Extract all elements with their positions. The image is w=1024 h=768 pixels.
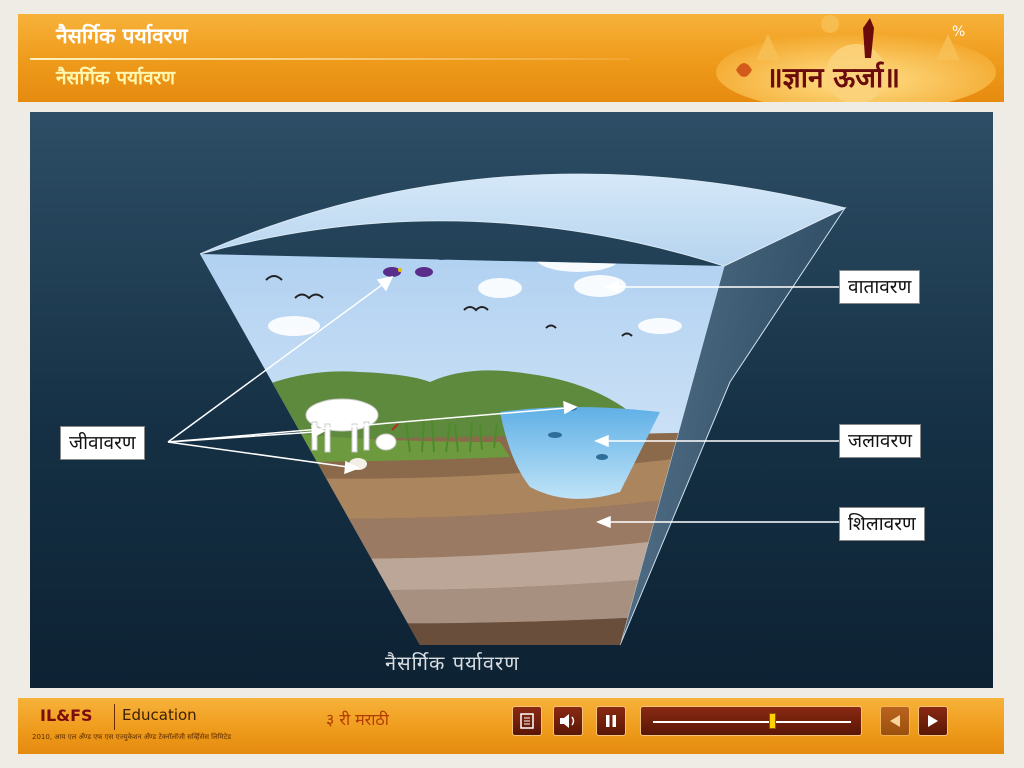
label-atmosphere: वातावरण [839,270,921,304]
grass [405,417,498,453]
previous-button[interactable] [880,706,910,736]
environment-diagram [167,173,847,646]
notes-icon [520,713,534,729]
diagram-stage: वातावरण जलावरण शिलावरण जीवावरण नैसर्गिक … [30,112,993,688]
footer-bar: IL&FS Education 2010, आय एल अँण्ड एफ एस … [18,698,1004,754]
pause-icon [606,715,616,727]
brand-logo: IL&FS [40,706,93,725]
header-divider [30,58,630,60]
prev-icon [890,715,900,727]
header-bar: नैसर्गिक पर्यावरण नैसर्गिक पर्यावरण % [18,14,1004,102]
logo-sunburst-icon: % [716,15,996,102]
label-biosphere: जीवावरण [60,426,145,460]
brand-divider [114,704,115,730]
birds [265,275,633,337]
next-icon [928,715,938,727]
pointer-lines [167,275,840,529]
app-title: नैसर्गिक पर्यावरण [56,24,188,48]
wedge-top-rim [199,173,847,267]
audio-button[interactable] [553,706,583,736]
grade-subject: ३ री मराठी [326,710,389,729]
logo-area: % ॥ज्ञान ऊर्जा॥ [708,14,1004,102]
label-lithosphere: शिलावरण [839,507,925,541]
next-button[interactable] [918,706,948,736]
diagram-caption: नैसर्गिक पर्यावरण [385,651,520,675]
pause-button[interactable] [596,706,626,736]
seek-bar[interactable] [640,706,862,736]
logo-text: ॥ज्ञान ऊर्जा॥ [766,61,901,94]
svg-text:%: % [952,24,965,40]
speaker-icon [560,714,575,728]
brand-name: Education [122,706,197,724]
seek-handle[interactable] [768,713,776,729]
notes-button[interactable] [512,706,542,736]
page-title: नैसर्गिक पर्यावरण [56,67,176,89]
label-hydrosphere: जलावरण [839,424,921,458]
water-body [500,407,660,499]
copyright-text: 2010, आय एल अँण्ड एफ एस एज्युकेशन अँण्ड … [32,733,231,741]
seek-track [653,721,851,723]
